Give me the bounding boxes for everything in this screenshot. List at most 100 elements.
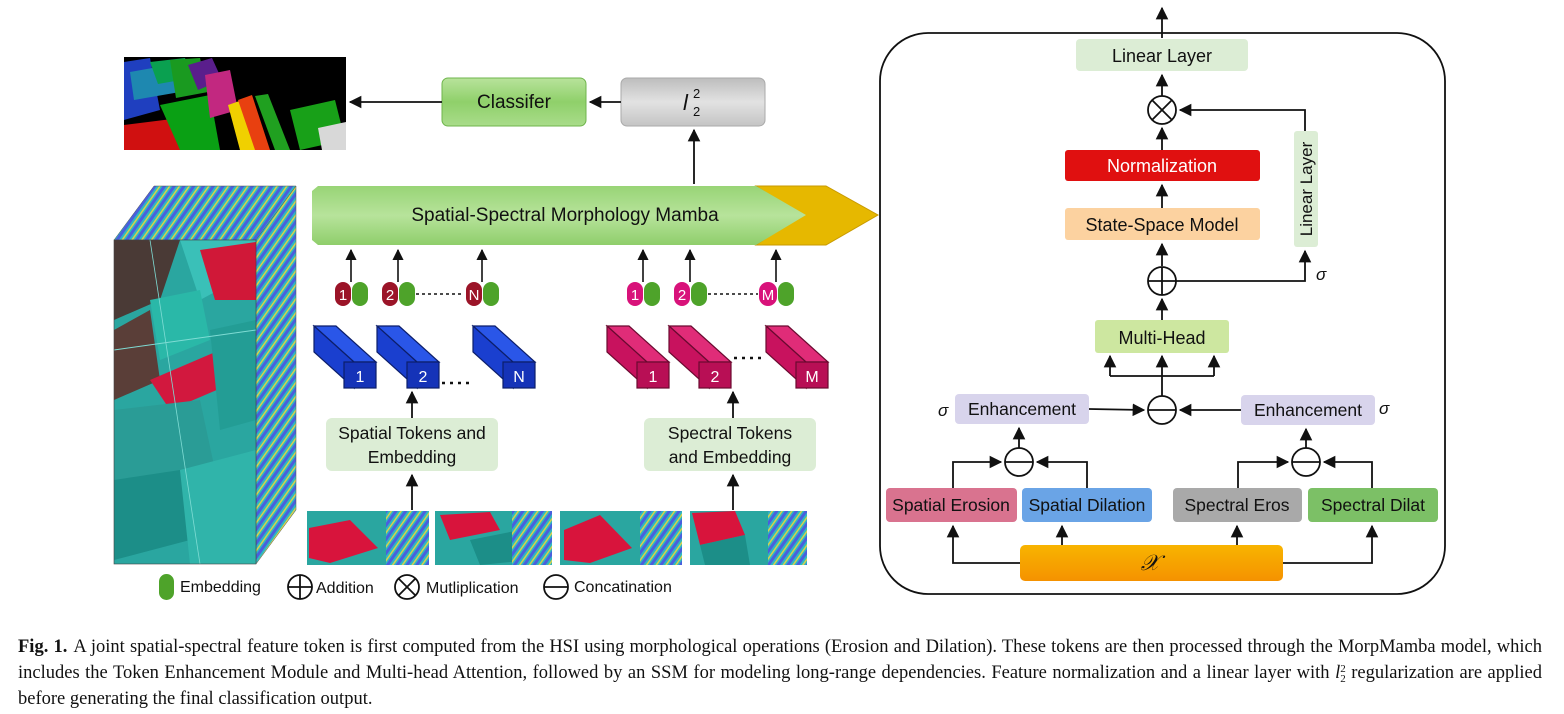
caption-text-part1: A joint spatial-spectral feature token i… bbox=[18, 637, 1542, 683]
hsi-cube-image bbox=[113, 185, 297, 565]
normalization-label: Normalization bbox=[1107, 156, 1217, 176]
embedding-pill bbox=[644, 282, 660, 306]
embedding-pill bbox=[483, 282, 499, 306]
sigma-right: σ bbox=[1379, 399, 1390, 418]
spatial-tokens-box: Spatial Tokens and Embedding bbox=[326, 418, 498, 471]
spectral-token-label: 2 bbox=[678, 287, 686, 304]
enhancement-left-label: Enhancement bbox=[968, 399, 1076, 419]
figure-label: Fig. 1. bbox=[18, 637, 68, 657]
spectral-eros-box bbox=[1173, 488, 1302, 522]
spatial-dilation-label: Spatial Dilation bbox=[1029, 495, 1146, 515]
classifier-box: Classifer bbox=[441, 77, 587, 127]
linear-layer-top-label: Linear Layer bbox=[1112, 46, 1212, 66]
spectral-eros-label: Spectral Eros bbox=[1184, 495, 1289, 515]
linear-layer-side-label: Linear Layer bbox=[1297, 141, 1316, 236]
spatial-token-pill bbox=[466, 282, 482, 306]
l2-sup: 2 bbox=[693, 86, 700, 101]
embedding-pill bbox=[399, 282, 415, 306]
l2-regularization-box: l 2 2 bbox=[620, 77, 766, 127]
spatial-token-pill bbox=[335, 282, 351, 306]
spectral-cube-label: 1 bbox=[649, 369, 658, 386]
spectral-cube: 2 bbox=[667, 324, 733, 390]
spectral-token-row: 1 2 M bbox=[627, 248, 794, 306]
patch-thumbnail bbox=[690, 511, 807, 565]
spatial-token-label: 2 bbox=[386, 287, 394, 304]
spectral-cube-label: M bbox=[805, 369, 818, 386]
classification-map-image bbox=[124, 57, 346, 150]
caption-l2-sub: 2 bbox=[1340, 672, 1346, 685]
spatial-token-label: 1 bbox=[339, 287, 347, 304]
caption-l2-sup: 2 bbox=[1340, 662, 1346, 675]
spatial-tokens-label-line2: Embedding bbox=[368, 447, 457, 467]
sigma-left: σ bbox=[938, 401, 949, 420]
spectral-cube: 1 bbox=[605, 324, 671, 390]
addition-icon bbox=[287, 574, 313, 600]
multi-head-box bbox=[1095, 320, 1229, 353]
normalization-box bbox=[1065, 150, 1260, 181]
caption-text-part2: regularization are applied before genera… bbox=[18, 663, 1543, 709]
addition-node-icon bbox=[1147, 266, 1177, 296]
mamba-block-detail: Linear Layer Linear Layer Normalization … bbox=[879, 6, 1446, 595]
enhancement-right-box bbox=[1241, 395, 1375, 425]
spectral-token-pill bbox=[759, 282, 777, 306]
classifier-label: Classifer bbox=[477, 92, 552, 113]
spatial-dilation-box bbox=[1022, 488, 1152, 522]
linear-layer-top-box bbox=[1076, 39, 1248, 71]
spectral-tokens-label-line1: Spectral Tokens bbox=[668, 423, 792, 443]
spatial-token-pill bbox=[382, 282, 398, 306]
multi-head-label: Multi-Head bbox=[1118, 328, 1205, 348]
spatial-erosion-box bbox=[886, 488, 1017, 522]
spatial-cube: N bbox=[471, 324, 537, 390]
spectral-token-pill bbox=[674, 282, 690, 306]
spectral-token-label: 1 bbox=[631, 287, 639, 304]
embedding-pill bbox=[691, 282, 707, 306]
concatination-node-left-icon bbox=[1004, 447, 1034, 477]
sigma-side: σ bbox=[1316, 265, 1327, 284]
spectral-cube: M bbox=[764, 324, 830, 390]
ssm-box bbox=[1065, 208, 1260, 240]
spectral-cube-label: 2 bbox=[711, 369, 720, 386]
spatial-cubes: 1 2 N bbox=[312, 324, 537, 390]
spatial-cube-label: 1 bbox=[356, 369, 365, 386]
linear-layer-side-box bbox=[1294, 131, 1318, 247]
concatination-node-right-icon bbox=[1291, 447, 1321, 477]
concatination-icon bbox=[543, 574, 569, 600]
mamba-label: Spatial-Spectral Morphology Mamba bbox=[411, 205, 719, 226]
concatination-node-icon bbox=[1147, 395, 1177, 425]
mamba-banner: Spatial-Spectral Morphology Mamba bbox=[312, 185, 880, 246]
l2-symbol: l bbox=[683, 90, 689, 115]
legend-embedding-label: Embedding bbox=[180, 579, 261, 596]
l2-sub: 2 bbox=[693, 104, 700, 119]
multiplication-node-icon bbox=[1147, 95, 1177, 125]
legend-concatination-label: Concatination bbox=[574, 579, 672, 596]
spatial-cube: 1 bbox=[312, 324, 378, 390]
legend-multiplication-label: Mutliplication bbox=[426, 580, 518, 597]
spatial-cube-label: 2 bbox=[419, 369, 428, 386]
spatial-tokens-label-line1: Spatial Tokens and bbox=[338, 423, 486, 443]
spectral-dilat-label: Spectral Dilat bbox=[1321, 495, 1425, 515]
spectral-token-label: M bbox=[762, 287, 775, 304]
spatial-token-label: N bbox=[469, 287, 480, 304]
patch-thumbnails bbox=[307, 511, 807, 565]
figure-caption: Fig. 1.A joint spatial-spectral feature … bbox=[18, 634, 1542, 712]
patch-thumbnail bbox=[307, 511, 429, 565]
patch-thumbnail bbox=[560, 511, 682, 565]
caption-l2-symbol: l bbox=[1335, 663, 1341, 683]
input-x-box bbox=[1020, 545, 1283, 581]
spectral-token-pill bbox=[627, 282, 643, 306]
legend: Embedding Addition Mutliplication Concat… bbox=[159, 574, 672, 600]
spatial-token-row: 1 2 N bbox=[335, 248, 499, 306]
embedding-pill bbox=[778, 282, 794, 306]
enhancement-left-box bbox=[955, 394, 1089, 424]
spectral-dilat-box bbox=[1308, 488, 1438, 522]
legend-addition-label: Addition bbox=[316, 580, 374, 597]
embedding-legend-icon bbox=[159, 574, 174, 600]
enhancement-right-label: Enhancement bbox=[1254, 400, 1362, 420]
multiplication-icon bbox=[394, 574, 420, 600]
spectral-cubes: 1 2 M bbox=[605, 324, 830, 390]
embedding-pill bbox=[352, 282, 368, 306]
spatial-erosion-label: Spatial Erosion bbox=[892, 495, 1010, 515]
spectral-tokens-box: Spectral Tokens and Embedding bbox=[644, 418, 816, 471]
spatial-cube: 2 bbox=[375, 324, 441, 390]
